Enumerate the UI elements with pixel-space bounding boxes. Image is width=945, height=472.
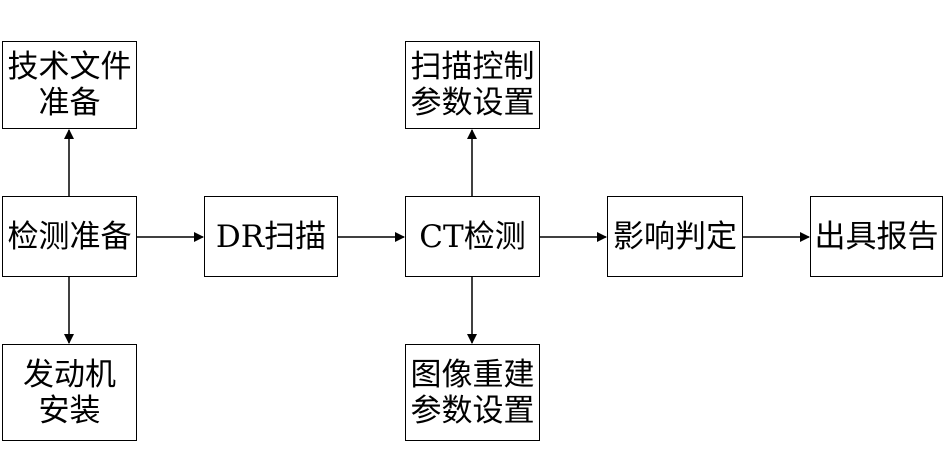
node-tech-docs-line-1: 技术文件 <box>7 49 132 85</box>
node-ct-inspection: CT检测 <box>405 196 540 277</box>
node-scan-params: 扫描控制 参数设置 <box>405 41 540 129</box>
node-tech-docs-line-2: 准备 <box>38 85 101 121</box>
node-tech-docs: 技术文件 准备 <box>2 41 137 129</box>
node-scan-params-line-1: 扫描控制 <box>410 49 535 85</box>
node-issue-report: 出具报告 <box>810 196 943 277</box>
node-inspection-prep: 检测准备 <box>2 196 137 277</box>
node-recon-params-line-2: 参数设置 <box>410 392 535 429</box>
node-scan-params-line-2: 参数设置 <box>410 85 535 121</box>
node-engine-install: 发动机 安装 <box>2 344 137 441</box>
node-dr-scan: DR扫描 <box>204 196 338 277</box>
node-ct-inspection-label: CT检测 <box>419 218 526 255</box>
node-engine-install-line-2: 安装 <box>38 392 101 429</box>
node-engine-install-line-1: 发动机 <box>23 356 116 393</box>
node-image-judgment: 影响判定 <box>607 196 743 277</box>
node-image-judgment-label: 影响判定 <box>613 218 737 255</box>
node-recon-params-line-1: 图像重建 <box>410 356 535 393</box>
node-inspection-prep-label: 检测准备 <box>7 218 132 255</box>
node-dr-scan-label: DR扫描 <box>215 218 327 255</box>
node-issue-report-label: 出具报告 <box>814 218 939 255</box>
node-recon-params: 图像重建 参数设置 <box>405 344 540 441</box>
